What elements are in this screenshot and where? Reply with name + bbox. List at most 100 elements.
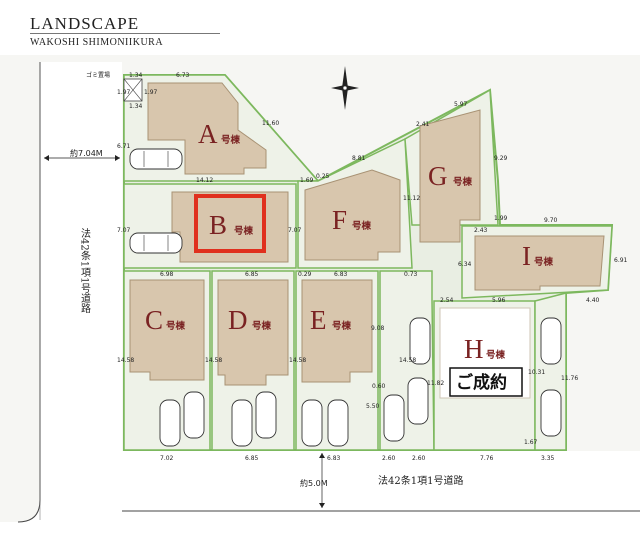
dim-c-top: 6.98: [160, 271, 174, 278]
arrow-up-icon: [319, 453, 325, 458]
dim-a-bottom: 14.12: [196, 177, 213, 184]
dim-i-top: 9.70: [544, 217, 558, 224]
svg-text:号棟: 号棟: [352, 220, 372, 232]
car-h1: [540, 317, 562, 365]
lot-b-highlight: [194, 194, 266, 253]
lot-e-label[interactable]: E 号棟: [310, 305, 352, 335]
svg-text:C: C: [145, 305, 163, 335]
arrow-left-icon: [44, 155, 49, 161]
svg-text:号棟: 号棟: [166, 320, 186, 332]
dim-path-c: 0.60: [372, 383, 386, 390]
dim-path-b: 14.58: [399, 357, 416, 364]
dim-a-diag: 11.60: [262, 120, 279, 127]
dim-h-diag: 1.67: [524, 439, 538, 446]
svg-text:F: F: [332, 205, 347, 235]
page-subtitle: WAKOSHI SHIMONIIKURA: [30, 37, 164, 48]
house-i-footprint: [474, 235, 605, 291]
svg-text:号棟: 号棟: [234, 225, 254, 237]
dim-i-bottom2: 4.40: [586, 297, 600, 304]
dim-a-corner: 1.69: [300, 177, 314, 184]
dim-garbage-left: 1.97: [117, 89, 131, 96]
svg-text:号棟: 号棟: [332, 320, 352, 332]
svg-text:G: G: [428, 161, 448, 191]
left-road-width: 約7.04M: [70, 148, 103, 158]
dim-h-right: 10.31: [528, 369, 545, 376]
car-e1: [301, 399, 323, 447]
house-e-footprint: [301, 279, 373, 383]
svg-text:号棟: 号棟: [486, 349, 506, 361]
dim-i-right: 6.91: [614, 257, 628, 264]
dim-b-right: 7.07: [288, 227, 302, 234]
left-road: [0, 62, 640, 559]
car-a: [129, 148, 183, 170]
arrow-down-icon: [319, 503, 325, 508]
car-path3: [409, 317, 431, 365]
svg-text:B: B: [209, 210, 227, 240]
svg-text:号棟: 号棟: [252, 320, 272, 332]
car-c2: [183, 391, 205, 439]
left-road-label: 法42条1項1号道路: [79, 227, 91, 314]
house-c-footprint: [129, 279, 205, 381]
page-title: LANDSCAPE: [30, 14, 140, 33]
house-a-footprint: [147, 82, 267, 175]
house-g-footprint: [419, 109, 481, 243]
dim-f-diag: 8.81: [352, 155, 366, 162]
title-divider: [30, 33, 220, 34]
house-b-footprint: [171, 191, 289, 263]
svg-text:号棟: 号棟: [221, 134, 241, 146]
sold-badge: [449, 367, 523, 397]
north-arrow-icon: [331, 66, 359, 110]
lot-b-label[interactable]: B 号棟: [209, 210, 254, 240]
dim-bottom-c: 7.02: [160, 455, 174, 462]
svg-text:E: E: [310, 305, 327, 335]
car-e2: [327, 399, 349, 447]
dim-i-corner: 2.43: [474, 227, 488, 234]
dim-h-left: 11.82: [427, 380, 444, 387]
bottom-road: [122, 451, 640, 522]
dim-d-top: 6.85: [245, 271, 259, 278]
svg-text:A: A: [198, 119, 218, 149]
dim-right-edge: 11.76: [561, 375, 578, 382]
car-b: [129, 232, 183, 254]
dim-bottom-p2: 2.60: [412, 455, 426, 462]
dim-g-right: 9.29: [494, 155, 508, 162]
svg-text:H: H: [464, 334, 484, 364]
dim-a-side: 6.71: [117, 143, 131, 150]
dim-h-top: 2.54: [440, 297, 454, 304]
arrow-right-icon: [115, 155, 120, 161]
dim-g-top: 2.41: [416, 121, 430, 128]
dim-f-right: 11.12: [403, 195, 420, 202]
dim-garbage-right: 1.97: [144, 89, 158, 96]
car-d2: [255, 391, 277, 439]
dim-f-corner: 0.25: [316, 173, 330, 180]
dim-bottom-i: 3.35: [541, 455, 555, 462]
lot-g-label[interactable]: G 号棟: [428, 161, 473, 191]
dim-bottom-p1: 2.60: [382, 455, 396, 462]
bottom-road-width: 約5.0M: [300, 478, 328, 488]
car-d1: [231, 399, 253, 447]
dim-e-right: 9.08: [371, 325, 385, 332]
lot-f-label[interactable]: F 号棟: [332, 205, 372, 235]
garbage-station-cross: [123, 78, 143, 102]
dim-g-diag: 5.97: [454, 101, 468, 108]
car-path2: [407, 377, 429, 425]
house-f-footprint: [304, 169, 401, 261]
garbage-station-label: ゴミ置場: [86, 71, 110, 79]
dim-d-right: 14.58: [289, 357, 306, 364]
dim-g-small: 1.99: [494, 215, 508, 222]
dim-bottom-d: 6.85: [245, 455, 259, 462]
dim-a-top: 6.73: [176, 72, 190, 79]
svg-text:号棟: 号棟: [534, 256, 554, 268]
house-d-footprint: [217, 279, 289, 386]
svg-text:号棟: 号棟: [453, 176, 473, 188]
sold-label: ご成約: [456, 372, 507, 393]
dim-c-side: 14.58: [117, 357, 134, 364]
dim-bottom-e: 6.83: [327, 455, 341, 462]
